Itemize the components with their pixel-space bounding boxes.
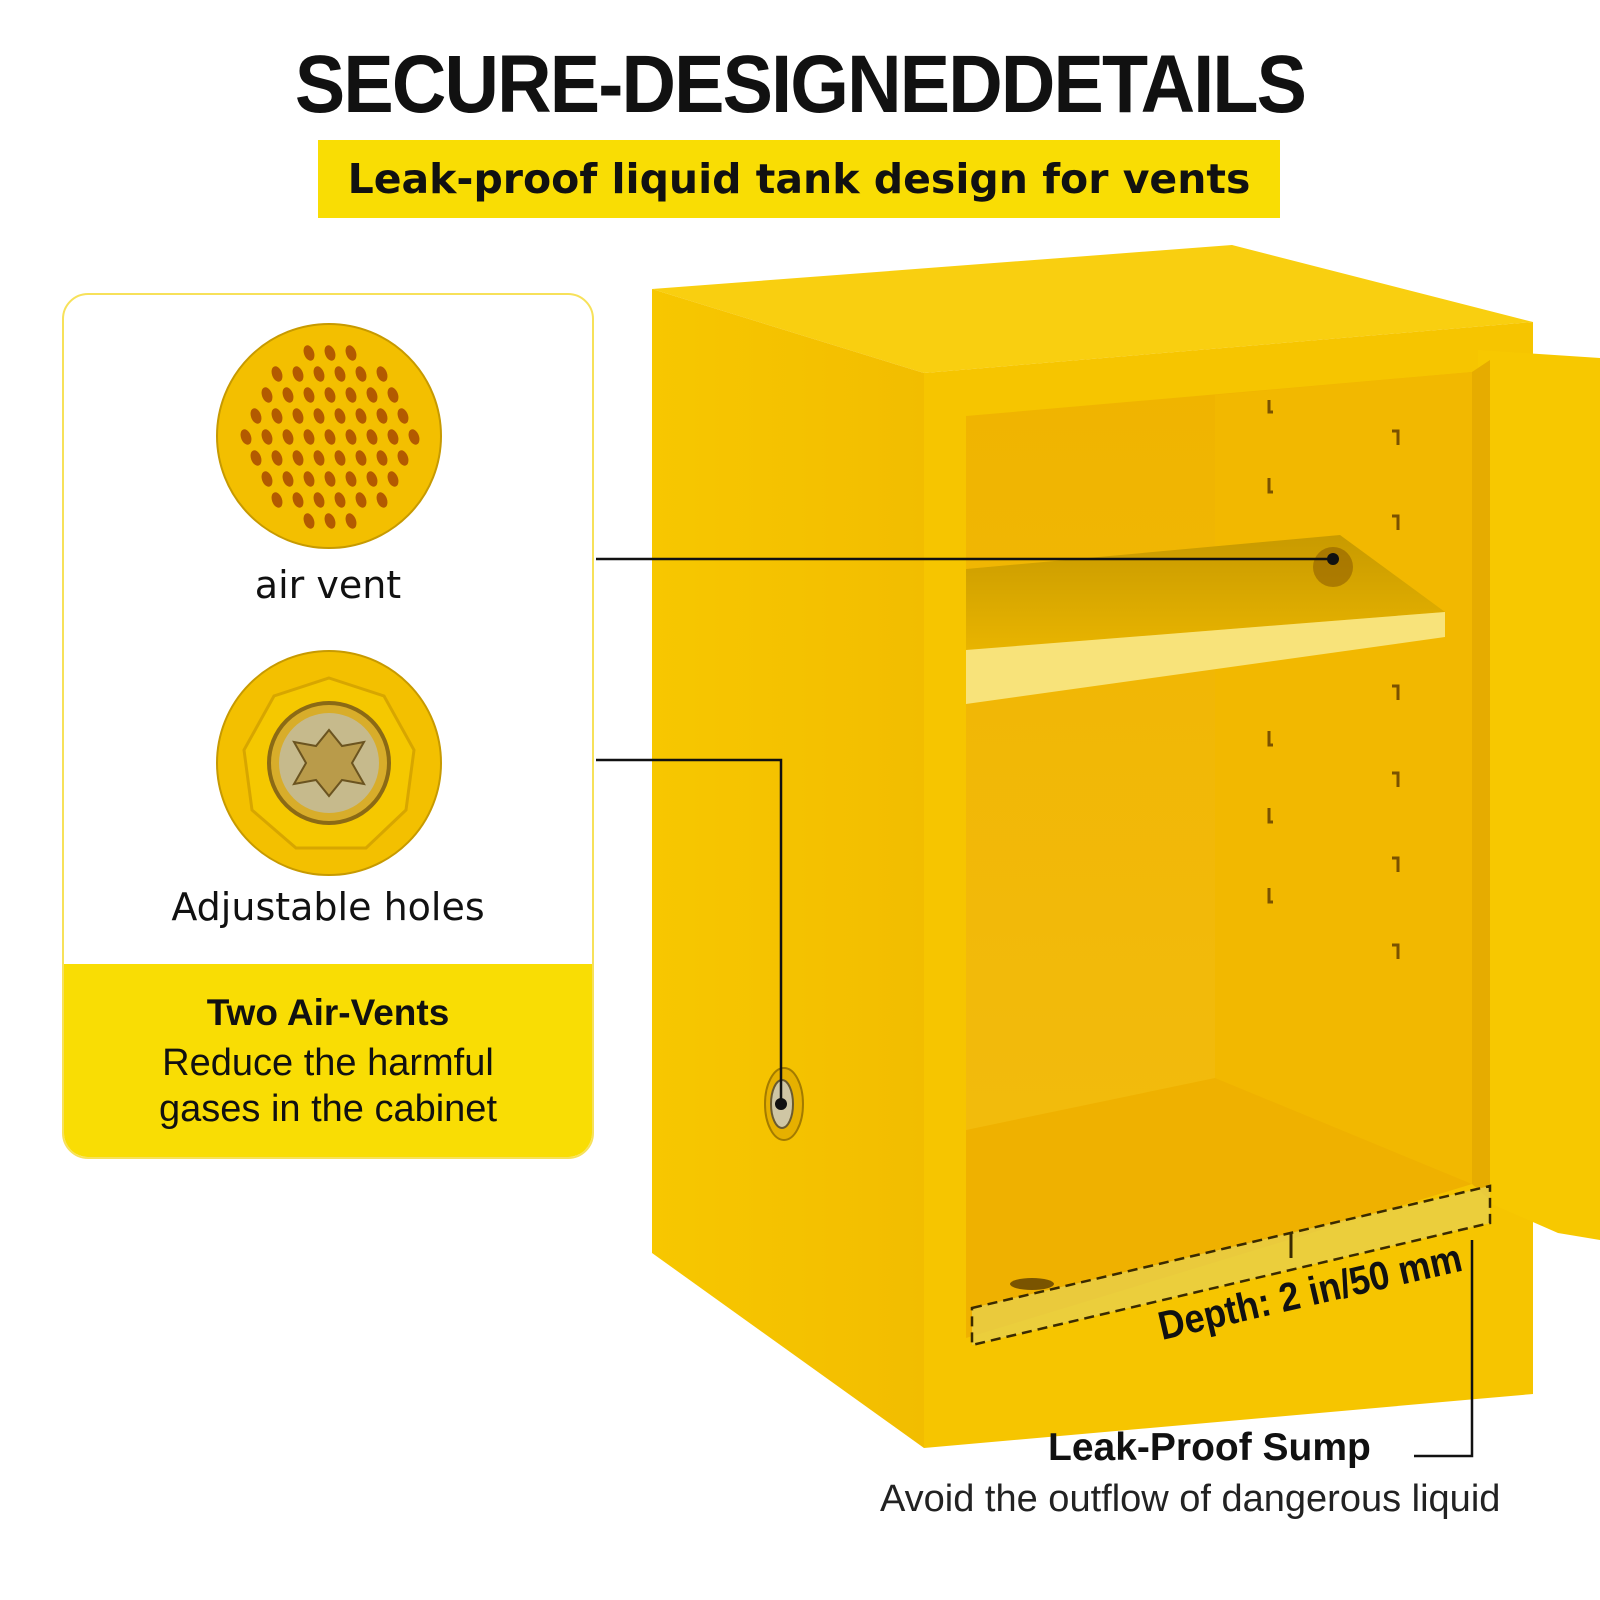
vent-hole xyxy=(313,450,325,466)
page-title: SECURE-DESIGNEDDETAILS xyxy=(294,39,1307,130)
vent-hole xyxy=(303,471,315,487)
vent-hole xyxy=(366,387,378,403)
vent-hole xyxy=(303,387,315,403)
vent-hole xyxy=(324,429,336,445)
vent-hole xyxy=(345,471,357,487)
vent-hole xyxy=(366,471,378,487)
vent-hole xyxy=(408,429,420,445)
vent-hole xyxy=(292,492,304,508)
cabinet-top xyxy=(652,245,1533,373)
vent-hole xyxy=(355,450,367,466)
vent-hole xyxy=(355,492,367,508)
vent-hole xyxy=(250,408,262,424)
sump-description: Avoid the outflow of dangerous liquid xyxy=(880,1478,1501,1520)
cabinet-door xyxy=(1478,350,1600,1240)
vent-hole xyxy=(282,429,294,445)
vent-hole xyxy=(271,450,283,466)
interior-floor xyxy=(966,1078,1472,1338)
vent-hole xyxy=(345,429,357,445)
vents-title: Two Air-Vents xyxy=(206,992,450,1033)
vent-hole xyxy=(387,387,399,403)
vent-hole xyxy=(334,492,346,508)
door-inner-edge xyxy=(1472,360,1490,1200)
vent-hole xyxy=(282,471,294,487)
air-vent-icon xyxy=(216,323,442,549)
vent-hole xyxy=(313,366,325,382)
vent-hole xyxy=(292,366,304,382)
vent-hole xyxy=(271,366,283,382)
vent-hole xyxy=(334,450,346,466)
callout-dot-air-vent xyxy=(1327,553,1339,565)
vent-hole xyxy=(261,429,273,445)
vent-hole xyxy=(282,387,294,403)
shelf-edge xyxy=(966,612,1445,704)
vent-hole xyxy=(324,471,336,487)
vent-hole xyxy=(345,387,357,403)
vent-hole xyxy=(334,408,346,424)
vent-hole xyxy=(271,408,283,424)
vent-hole xyxy=(303,345,315,361)
vents-description: Reduce the harmful gases in the cabinet xyxy=(64,1040,592,1132)
vent-hole xyxy=(397,450,409,466)
subtitle-banner: Leak-proof liquid tank design for vents xyxy=(318,140,1280,218)
vent-hole xyxy=(313,408,325,424)
adjustable-holes-label: Adjustable holes xyxy=(171,885,485,929)
vent-hole xyxy=(345,513,357,529)
vent-hole xyxy=(355,408,367,424)
vents-desc-line-2: gases in the cabinet xyxy=(158,1088,497,1130)
vent-hole xyxy=(240,429,252,445)
vent-cap-icon xyxy=(216,650,442,876)
sump-lip xyxy=(972,1186,1490,1345)
vent-hole xyxy=(292,408,304,424)
vent-hole xyxy=(387,429,399,445)
vent-hole xyxy=(387,471,399,487)
cabinet-side xyxy=(652,289,924,1448)
vent-hole xyxy=(397,408,409,424)
callout-line-holes xyxy=(596,758,783,1104)
feature-card: air vent Adjustable holes Two Air-Vents … xyxy=(62,293,594,1159)
vent-hole xyxy=(250,450,262,466)
card-footer xyxy=(64,964,592,1157)
vent-hole xyxy=(334,366,346,382)
sump-outline xyxy=(970,1184,1492,1347)
air-vent-image xyxy=(216,323,442,549)
vent-hole xyxy=(313,492,325,508)
vent-hole xyxy=(345,345,357,361)
shelf-brackets xyxy=(1267,400,1400,959)
vent-hole xyxy=(366,429,378,445)
sump-title: Leak-Proof Sump xyxy=(1048,1426,1371,1469)
vent-hole xyxy=(324,345,336,361)
vent-hole xyxy=(292,450,304,466)
vents-desc-line-1: Reduce the harmful xyxy=(162,1042,494,1084)
vent-hole xyxy=(303,429,315,445)
vent-hole xyxy=(376,366,388,382)
callout-line-sump xyxy=(1414,1240,1474,1458)
vent-hole xyxy=(261,387,273,403)
sump-drain xyxy=(1010,1278,1054,1290)
vent-hole xyxy=(376,450,388,466)
vent-hole xyxy=(324,513,336,529)
vent-hole xyxy=(261,471,273,487)
vent-hole xyxy=(303,513,315,529)
vent-hole xyxy=(324,387,336,403)
vent-hole xyxy=(355,366,367,382)
adjustable-holes-image xyxy=(216,650,442,876)
interior-back-wall xyxy=(1215,372,1472,1184)
air-vent-label: air vent xyxy=(254,563,402,607)
vent-hole xyxy=(376,492,388,508)
callout-dot-holes xyxy=(775,1098,787,1110)
vent-hole xyxy=(376,408,388,424)
subtitle-text: Leak-proof liquid tank design for vents xyxy=(347,155,1251,203)
vent-hole xyxy=(271,492,283,508)
shelf-vent xyxy=(1313,547,1353,587)
